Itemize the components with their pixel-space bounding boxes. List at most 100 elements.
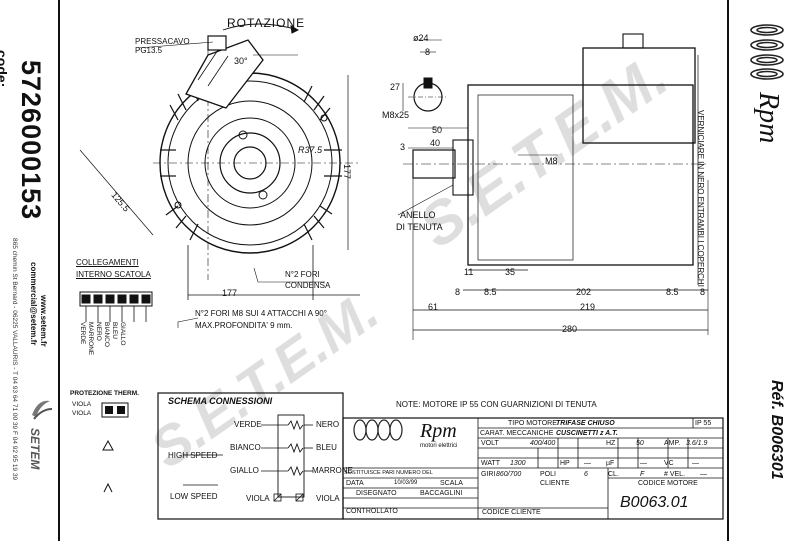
dim-177-vertical: 177 <box>342 164 352 180</box>
watermark-1: S.E.T.E.M. <box>407 42 679 261</box>
car-mecc-value: CUSCINETTI z A.T. <box>556 430 618 437</box>
side-view <box>397 33 709 340</box>
thermal-wire-1: VIOLA <box>72 401 92 408</box>
setem-brand-logo: SETEM <box>28 428 42 470</box>
dim-8-left: 8 <box>455 287 461 297</box>
tipo-motore-label: TIPO MOTORE <box>508 420 557 427</box>
tipo-motore-value: TRIFASE CHIUSO <box>556 420 615 427</box>
thermal-title: PROTEZIONE THERM. <box>70 390 139 397</box>
controllato-label: CONTROLLATO <box>346 508 398 515</box>
scala-label: SCALA <box>440 480 463 487</box>
right-info-panel: Rpm Réf. B006301 <box>727 0 790 541</box>
dim-280: 280 <box>562 324 578 334</box>
dim-50: 50 <box>432 125 443 135</box>
radius-dim: R37.5 <box>298 145 323 155</box>
shaft-diameter-dim: ø24 <box>413 33 429 43</box>
company-email[interactable]: commercial@setem.fr <box>29 262 38 346</box>
title-block-logo: Rpm <box>420 420 457 442</box>
product-code: 5726000153 <box>16 60 46 221</box>
amp-value: 3.6/1.9 <box>686 440 708 447</box>
holes-note-condensa: CONDENSA <box>285 281 331 290</box>
mount-depth-note: MAX.PROFONDITA' 9 mm. <box>195 321 293 330</box>
thread-dim: M8x25 <box>382 110 410 120</box>
company-web[interactable]: www.setem.fr <box>39 295 48 347</box>
dim-219: 219 <box>580 302 596 312</box>
drawing-number: B0063.01 <box>620 494 689 511</box>
disegnato-label: DISEGNATO <box>356 490 397 497</box>
uf-value: — <box>640 460 647 467</box>
sostituisce-label: SOSTITUISCE PARI NUMERO DEL <box>344 470 433 476</box>
dim-202: 202 <box>576 287 592 297</box>
key-width-dim: 8 <box>425 47 431 57</box>
cable-gland-label: PRESSACAVO <box>135 37 190 46</box>
title-block-logo-sub: motori elettrici <box>420 443 458 449</box>
car-mecc-label: CARAT. MECCANICHE <box>480 430 554 437</box>
thermal-wire-2: VIOLA <box>72 410 92 417</box>
connections-title: COLLEGAMENTI <box>76 258 139 267</box>
motor-technical-drawing: S.E.T.E.M. S.E.T.E.M. <box>79 23 724 520</box>
dim-11: 11 <box>464 267 474 277</box>
cl-value: F <box>640 471 645 478</box>
poli-value: 6 <box>584 471 588 478</box>
cl-label: CL. <box>608 471 619 478</box>
title-block-logo-coils <box>353 419 403 441</box>
seal-ring-label: ANELLO <box>400 210 436 220</box>
wire-label-5: GIALLO <box>119 322 126 346</box>
watt-value: 1300 <box>510 460 526 467</box>
code-label: code: <box>0 50 10 88</box>
holes-note: N°2 FORI <box>285 270 320 279</box>
dim-40: 40 <box>430 138 441 148</box>
connections-subtitle: INTERNO SCATOLA <box>76 270 151 279</box>
thermal-protection-block <box>101 402 129 418</box>
disegnato-value: BACCAGLINI <box>420 490 463 497</box>
rpm-brand: Rpm <box>753 92 784 144</box>
dim-61: 61 <box>428 302 439 312</box>
schema-wiring <box>102 414 313 502</box>
dim-8-right: 8 <box>700 287 706 297</box>
vc-value: — <box>692 460 699 467</box>
vc-label: VC <box>664 460 674 467</box>
schema-title: SCHEMA CONNESSIONI <box>168 396 273 406</box>
key-height-dim: 27 <box>390 82 401 92</box>
terminal-block <box>79 291 153 322</box>
giri-value: 860/700 <box>496 471 522 478</box>
title-block-grid <box>342 417 724 520</box>
wire-label-2: NERO <box>95 322 102 341</box>
schema-viola-left: VIOLA <box>246 494 270 503</box>
volt-label: VOLT <box>481 440 499 447</box>
dim-177-horizontal: 177 <box>222 288 238 298</box>
uf-label: µF <box>606 460 615 467</box>
schema-right-wire-3: MARRONE <box>312 466 353 475</box>
company-address: 865 chemin St Bernard - 06225 VALLAURIS … <box>11 238 18 481</box>
schema-left-wire-1: VERDE <box>234 420 262 429</box>
data-value: 10/03/99 <box>394 480 418 486</box>
wire-label-1: MARRONE <box>87 322 94 356</box>
schema-viola-right: VIOLA <box>316 494 340 503</box>
high-speed-label: HIGH SPEED <box>168 451 218 460</box>
dim-8-5-right: 8.5 <box>666 287 679 297</box>
low-speed-label: LOW SPEED <box>170 492 218 501</box>
dim-8-5-left: 8.5 <box>484 287 497 297</box>
vel-label: # VEL. <box>664 471 686 478</box>
wire-label-0: VERDE <box>79 322 86 345</box>
cable-gland-size: PG13.5 <box>135 46 163 55</box>
dim-35: 35 <box>505 267 516 277</box>
watt-label: WATT <box>481 460 501 467</box>
giri-label: GIRI <box>481 471 496 478</box>
rotation-label: ROTAZIONE <box>227 16 306 30</box>
hp-label: HP <box>560 460 570 467</box>
ip55-note: NOTE: MOTORE IP 55 CON GUARNIZIONI DI TE… <box>396 400 597 409</box>
wire-label-3: BIANCO <box>103 322 110 347</box>
hz-value: 50 <box>636 440 644 447</box>
wire-label-4: BLEU <box>111 322 118 339</box>
shaft-detail-view <box>402 39 448 112</box>
schema-right-wire-1: NERO <box>316 420 340 429</box>
amp-label: AMP. <box>664 440 681 447</box>
volt-value: 400/400 <box>530 440 556 447</box>
hp-value: — <box>584 460 591 467</box>
reference-code: Réf. B006301 <box>768 380 785 480</box>
schema-left-wire-3: GIALLO <box>230 466 259 475</box>
schema-right-wire-2: BLEU <box>316 443 337 452</box>
mount-note: N°2 FORI M8 SUI 4 ATTACCHI A 90° <box>195 309 327 318</box>
rpm-coil-logo-icon <box>750 24 784 80</box>
